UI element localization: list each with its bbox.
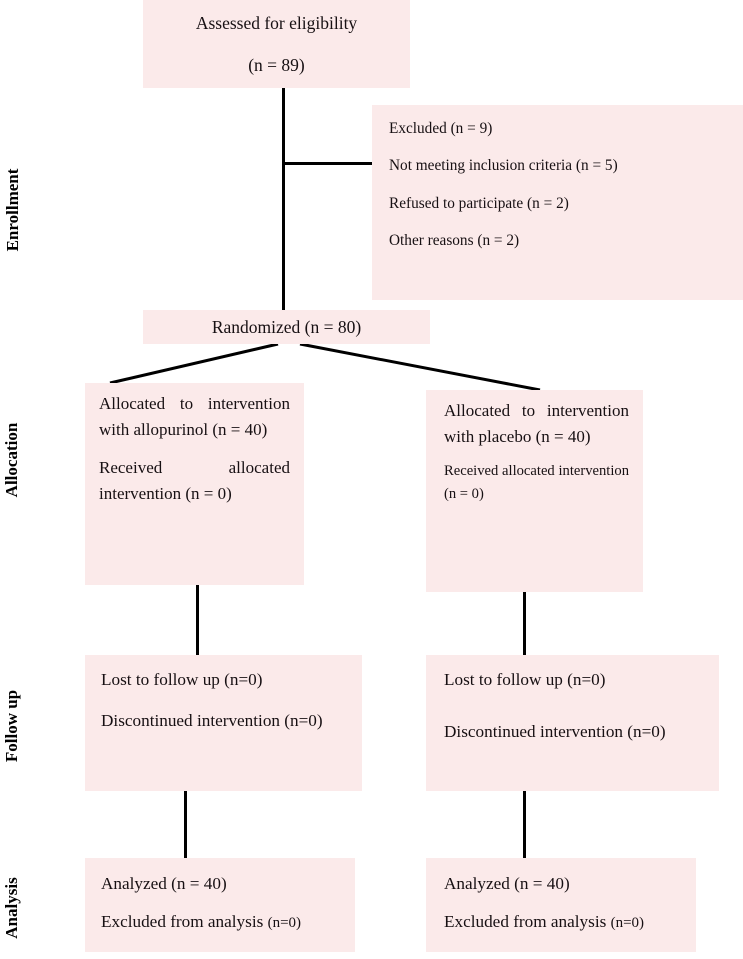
allocation-left-allocated: Allocated to intervention with allopurin… [99, 394, 290, 439]
allocation-right-allocated: Allocated to intervention with placebo (… [444, 401, 629, 446]
analysis-right-analyzed: Analyzed (n = 40) [444, 874, 570, 893]
stage-label-allocation: Allocation [2, 422, 21, 498]
excluded-heading: Excluded (n = 9) [389, 120, 493, 137]
excluded-reason-not-meeting-criteria: Not meeting inclusion criteria (n = 5) [389, 157, 618, 175]
assessed-count: (n = 89) [248, 54, 305, 75]
excluded-reason-other: Other reasons (n = 2) [389, 231, 520, 249]
connector-assessed-to-randomized [282, 88, 285, 318]
followup-left-lost: Lost to follow up (n=0) [101, 670, 263, 689]
stage-label-enrollment: Enrollment [3, 168, 22, 252]
box-followup-allopurinol: Lost to follow up (n=0) Discontinued int… [85, 655, 362, 791]
box-followup-placebo: Lost to follow up (n=0) Discontinued int… [426, 655, 719, 791]
analysis-right-excluded-count: (n=0) [610, 915, 645, 932]
stage-label-analysis: Analysis [2, 877, 21, 939]
followup-right-discontinued: Discontinued intervention (n=0) [444, 722, 666, 742]
allocation-right-received: Received allocated intervention (n = 0) [444, 463, 629, 502]
box-assessed-for-eligibility: Assessed for eligibility (n = 89) [143, 0, 410, 88]
box-analysis-placebo: Analyzed (n = 40) Excluded from analysis… [426, 858, 696, 952]
assessed-title: Assessed for eligibility [195, 13, 358, 33]
connector-allocation-left-to-followup-left [196, 585, 199, 655]
box-randomized: Randomized (n = 80) [143, 310, 430, 344]
connector-followup-left-to-analysis-left [184, 791, 187, 858]
followup-right-lost: Lost to follow up (n=0) [444, 670, 606, 689]
analysis-left-excluded-count: (n=0) [267, 915, 302, 932]
box-allocation-placebo: Allocated to intervention with placebo (… [426, 390, 643, 592]
excluded-reason-refused: Refused to participate (n = 2) [389, 194, 569, 212]
allocation-left-received: Received allocated intervention (n = 0) [99, 457, 290, 503]
box-analysis-allopurinol: Analyzed (n = 40) Excluded from analysis… [85, 858, 355, 952]
stage-label-follow-up: Follow up [2, 689, 21, 763]
analysis-right-excluded-text: Excluded from analysis [444, 912, 611, 932]
randomized-label: Randomized (n = 80) [211, 317, 362, 337]
analysis-right-excluded: Excluded from analysis (n=0) [444, 909, 680, 935]
connector-to-excluded-box [282, 162, 374, 165]
connector-allocation-right-to-followup-right [523, 592, 526, 655]
followup-left-discontinued: Discontinued intervention (n=0) [101, 710, 323, 730]
analysis-left-excluded: Excluded from analysis (n=0) [101, 909, 339, 935]
box-allocation-allopurinol: Allocated to intervention with allopurin… [85, 383, 304, 585]
analysis-left-excluded-text: Excluded from analysis [101, 912, 268, 932]
analysis-left-analyzed: Analyzed (n = 40) [101, 874, 227, 893]
connector-followup-right-to-analysis-right [523, 791, 526, 858]
box-excluded: Excluded (n = 9) Not meeting inclusion c… [372, 105, 743, 300]
